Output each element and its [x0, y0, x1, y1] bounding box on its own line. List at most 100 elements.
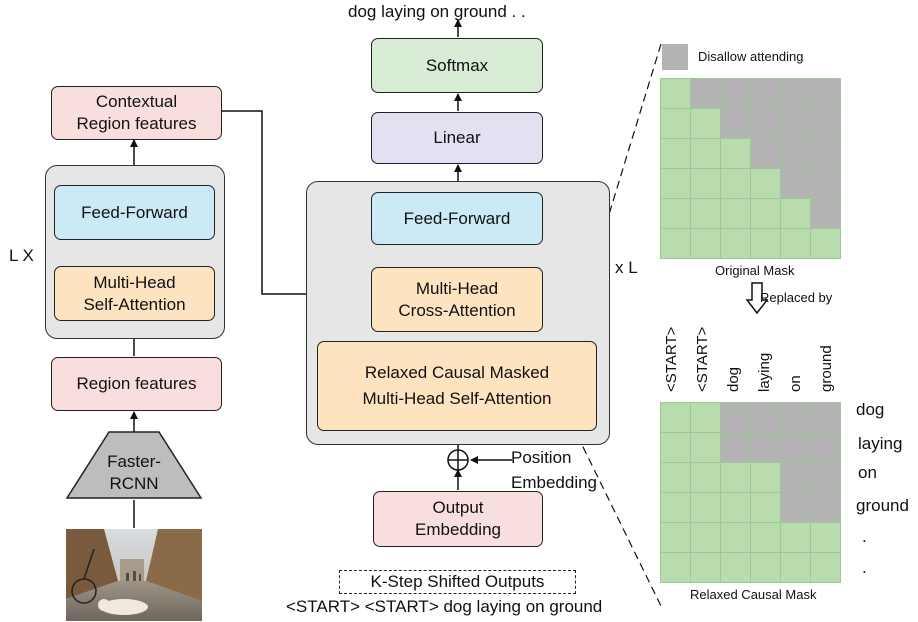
output-caption-text: dog laying on ground . . — [348, 2, 526, 21]
disallowed-cell — [751, 109, 781, 139]
disallowed-cell — [811, 403, 841, 433]
decoder-feed-forward: Feed-Forward — [371, 192, 543, 245]
allowed-cell — [751, 523, 781, 553]
disallowed-cell — [811, 109, 841, 139]
relaxed-mask-caption: Relaxed Causal Mask — [690, 587, 817, 602]
relaxed-masked-self-attention: Relaxed Causal Masked Multi-Head Self-At… — [317, 341, 597, 431]
input-image — [66, 529, 202, 621]
allowed-cell — [751, 169, 781, 199]
disallowed-cell — [811, 463, 841, 493]
mask-column-label: ground — [818, 345, 835, 392]
disallowed-cell — [781, 139, 811, 169]
mask-column-label: on — [787, 375, 804, 392]
allowed-cell — [721, 553, 751, 583]
output-embedding: Output Embedding — [373, 491, 543, 547]
allowed-cell — [721, 523, 751, 553]
mask-row-label: ground — [856, 496, 909, 515]
allowed-cell — [661, 493, 691, 523]
allowed-cell — [751, 553, 781, 583]
disallowed-cell — [781, 493, 811, 523]
mask-column-label: <START> — [694, 326, 711, 392]
softmax-layer: Softmax — [371, 38, 543, 93]
allowed-cell — [691, 403, 721, 433]
mask-row-label: on — [858, 463, 877, 482]
disallowed-cell — [811, 79, 841, 109]
allowed-cell — [721, 229, 751, 259]
allowed-cell — [811, 553, 841, 583]
original-mask-caption: Original Mask — [715, 263, 795, 278]
disallowed-cell — [781, 463, 811, 493]
allowed-cell — [751, 463, 781, 493]
disallowed-cell — [811, 169, 841, 199]
mask-row-label: dog — [856, 400, 885, 419]
allowed-cell — [691, 169, 721, 199]
contextual-region-features: Contextual Region features — [51, 86, 222, 140]
allowed-cell — [751, 493, 781, 523]
region-features: Region features — [51, 357, 222, 411]
mask-column-label: <START> — [663, 326, 680, 392]
relaxed-mask-grid — [660, 402, 841, 583]
allowed-cell — [691, 229, 721, 259]
cross-attention-layer: Multi-Head Cross-Attention — [371, 267, 543, 332]
allowed-cell — [781, 229, 811, 259]
disallowed-cell — [751, 139, 781, 169]
disallowed-cell — [751, 433, 781, 463]
allowed-cell — [751, 229, 781, 259]
disallowed-cell — [691, 79, 721, 109]
allowed-cell — [691, 493, 721, 523]
disallowed-cell — [721, 109, 751, 139]
disallowed-cell — [781, 433, 811, 463]
disallowed-cell — [781, 79, 811, 109]
allowed-cell — [691, 139, 721, 169]
linear-layer: Linear — [371, 112, 543, 164]
allowed-cell — [811, 523, 841, 553]
disallowed-cell — [811, 433, 841, 463]
mask-column-label: laying — [756, 352, 773, 392]
allowed-cell — [661, 403, 691, 433]
disallowed-cell — [781, 403, 811, 433]
encoder-feed-forward: Feed-Forward — [54, 185, 215, 240]
allowed-cell — [661, 553, 691, 583]
position-embedding-label: Position Embedding — [511, 448, 598, 492]
input-token-sequence: <START> <START> dog laying on ground — [286, 597, 603, 616]
faster-rcnn-label: Faster- RCNN — [107, 452, 161, 493]
original-mask-grid — [660, 78, 841, 259]
allowed-cell — [661, 109, 691, 139]
mask-row-label: . — [862, 527, 867, 546]
allowed-cell — [721, 493, 751, 523]
encoder-self-attention: Multi-Head Self-Attention — [54, 266, 215, 321]
allowed-cell — [691, 199, 721, 229]
allowed-cell — [661, 139, 691, 169]
allowed-cell — [811, 229, 841, 259]
allowed-cell — [751, 199, 781, 229]
allowed-cell — [661, 79, 691, 109]
disallowed-cell — [811, 139, 841, 169]
allowed-cell — [691, 523, 721, 553]
allowed-cell — [691, 553, 721, 583]
disallowed-cell — [811, 199, 841, 229]
allowed-cell — [661, 169, 691, 199]
disallowed-cell — [781, 169, 811, 199]
allowed-cell — [721, 463, 751, 493]
allowed-cell — [661, 463, 691, 493]
allowed-cell — [781, 199, 811, 229]
disallowed-cell — [721, 433, 751, 463]
allowed-cell — [661, 523, 691, 553]
k-step-shifted-outputs: K-Step Shifted Outputs — [339, 570, 576, 594]
allowed-cell — [721, 169, 751, 199]
allowed-cell — [781, 553, 811, 583]
disallowed-cell — [811, 493, 841, 523]
allowed-cell — [721, 139, 751, 169]
encoder-repeat-label: L X — [9, 246, 34, 265]
disallowed-cell — [751, 403, 781, 433]
allowed-cell — [691, 433, 721, 463]
disallow-legend-label: Disallow attending — [698, 49, 804, 64]
allowed-cell — [721, 199, 751, 229]
faster-rcnn-shape — [65, 431, 203, 499]
allowed-cell — [661, 229, 691, 259]
allowed-cell — [661, 433, 691, 463]
replaced-by-label: Replaced by — [760, 290, 833, 305]
allowed-cell — [691, 463, 721, 493]
allowed-cell — [661, 199, 691, 229]
